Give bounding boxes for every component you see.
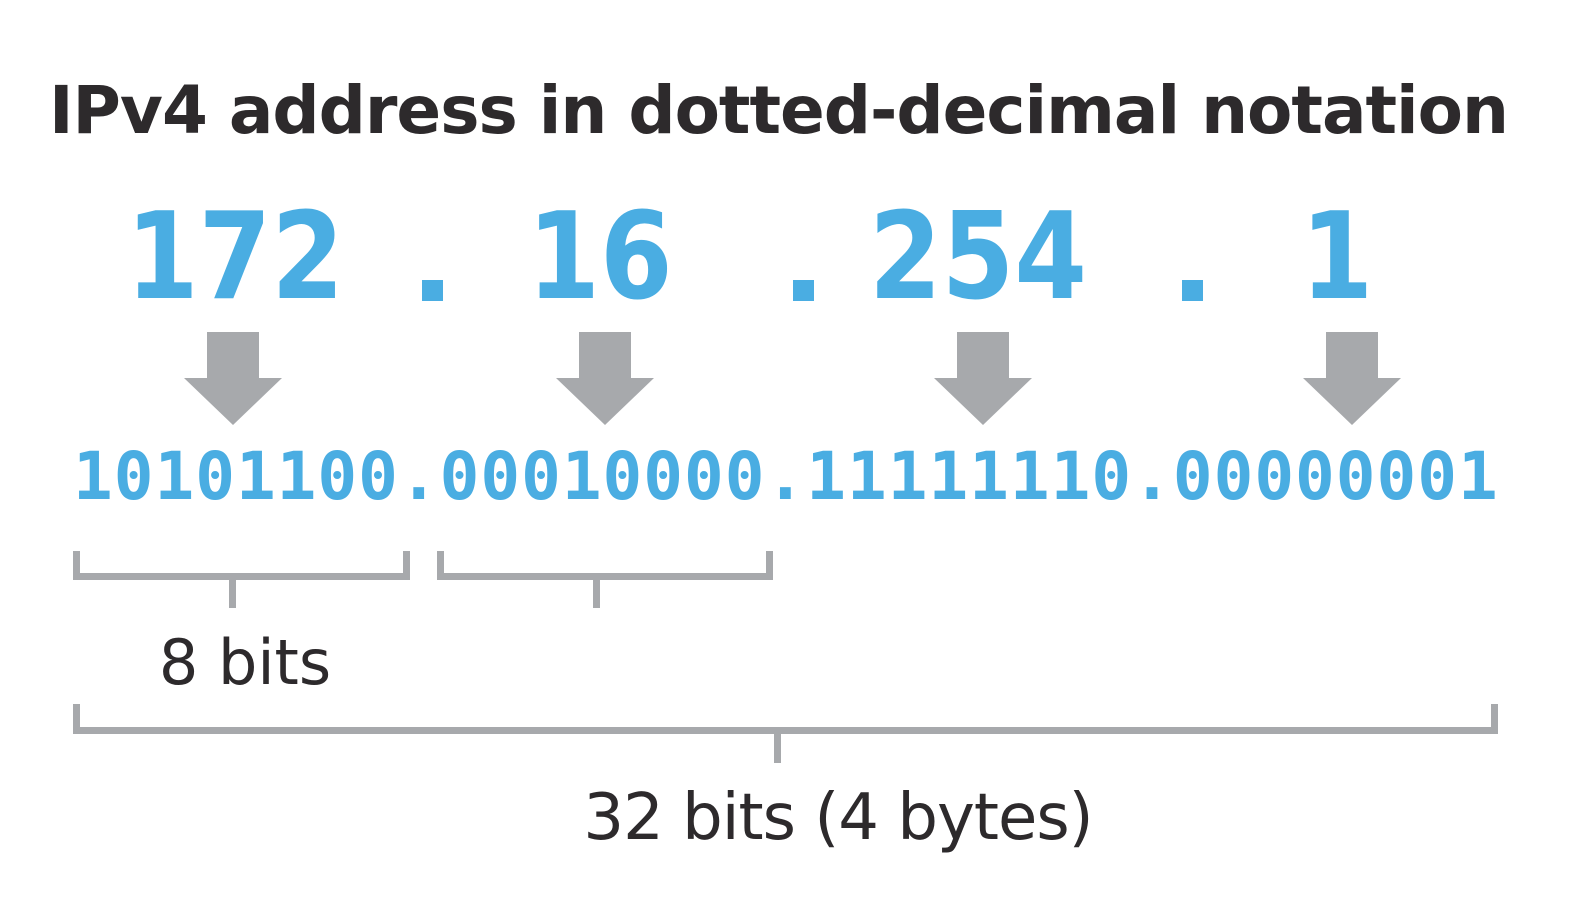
arrow-head (556, 378, 654, 425)
bracket-edge-tick (73, 704, 80, 734)
down-arrow-icon (184, 332, 282, 425)
octet-bits-label: 8 bits (158, 626, 332, 699)
down-arrow-icon (1303, 332, 1401, 425)
arrow-stem (1326, 332, 1378, 378)
bracket-bar (73, 573, 410, 580)
arrow-head (1303, 378, 1401, 425)
arrow-stem (207, 332, 259, 378)
arrow-stem (957, 332, 1009, 378)
diagram-title: IPv4 address in dotted-decimal notation (49, 72, 1509, 149)
bracket-edge-tick (437, 551, 444, 580)
bracket-edge-tick (73, 551, 80, 580)
bracket-bar (73, 727, 1498, 734)
octet-decimal-value-3: 254 (869, 188, 1087, 327)
octet-separator-dot (1182, 280, 1203, 301)
bracket-center-tick (774, 734, 781, 763)
binary-address-row: 10101100.00010000.11111110.00000001 (73, 438, 1499, 515)
arrow-stem (579, 332, 631, 378)
octet-separator-dot (793, 280, 814, 301)
octet-decimal-value-1: 172 (126, 188, 344, 327)
down-arrow-icon (556, 332, 654, 425)
bracket-edge-tick (1491, 704, 1498, 734)
total-bits-label: 32 bits (4 bytes) (583, 781, 1093, 855)
arrow-head (934, 378, 1032, 425)
bracket-edge-tick (403, 551, 410, 580)
bracket-edge-tick (766, 551, 773, 580)
bracket-center-tick (229, 580, 236, 608)
arrow-head (184, 378, 282, 425)
bracket-bar (437, 573, 773, 580)
octet-decimal-value-4: 1 (1300, 188, 1374, 327)
octet-separator-dot (422, 280, 443, 301)
bracket-center-tick (593, 580, 600, 608)
octet-decimal-value-2: 16 (527, 188, 673, 327)
down-arrow-icon (934, 332, 1032, 425)
